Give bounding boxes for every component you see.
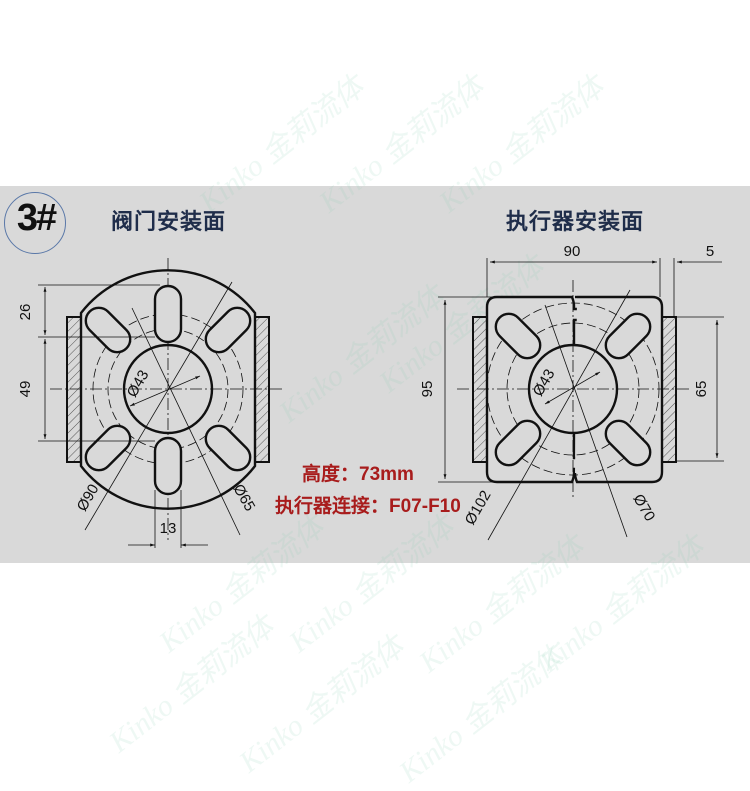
dim-outer-pcd: Ø102 bbox=[462, 488, 495, 528]
dim-top-offset: 26 bbox=[17, 304, 34, 321]
actuator-mount-title: 执行器安装面 bbox=[506, 209, 645, 234]
dim-slot-width: 13 bbox=[160, 520, 177, 537]
dim-inner-pcd: Ø70 bbox=[629, 491, 658, 524]
height-spec: 高度：73mm bbox=[302, 464, 414, 485]
valve-mount-title: 阀门安装面 bbox=[111, 209, 227, 234]
actuator-connection-spec: 执行器连接：F07-F10 bbox=[275, 496, 461, 517]
technical-drawing: 26 49 Ø43 Ø90 Ø65 13 bbox=[17, 243, 724, 548]
dim-height: 95 bbox=[419, 381, 436, 398]
dim-flange-height: 65 bbox=[693, 381, 710, 398]
valve-mount-view bbox=[38, 258, 285, 548]
part-number-badge: 3# bbox=[4, 192, 66, 254]
dim-width: 90 bbox=[564, 243, 581, 260]
dim-outer-pcd: Ø90 bbox=[74, 481, 103, 514]
dim-slot-span: 49 bbox=[17, 381, 34, 398]
actuator-mount-view bbox=[438, 258, 724, 541]
dim-flange-offset: 5 bbox=[706, 243, 714, 260]
dim-inner-pcd: Ø65 bbox=[229, 481, 258, 514]
part-number-label: 3# bbox=[16, 197, 57, 239]
